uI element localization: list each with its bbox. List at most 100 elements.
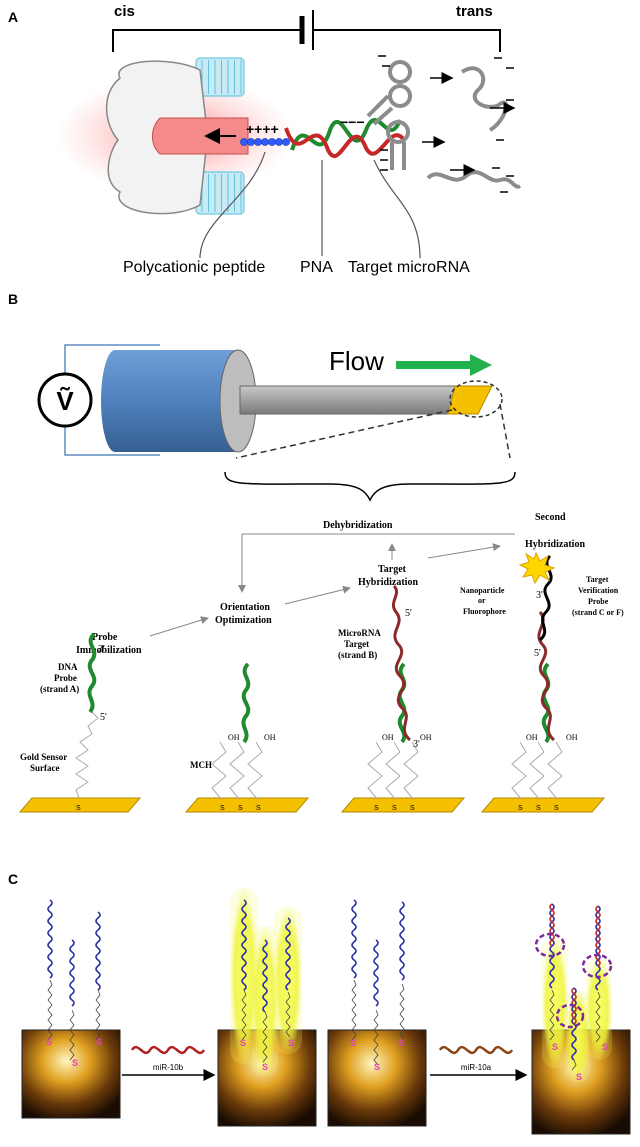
target-helix bbox=[549, 903, 555, 947]
peptide-beads bbox=[240, 138, 290, 146]
oh-4b: OH bbox=[566, 733, 578, 742]
label-target-hyb-2: Hybridization bbox=[358, 577, 418, 588]
s-2a: S bbox=[220, 805, 225, 812]
panel-b-label: B bbox=[8, 291, 18, 307]
voltage-source bbox=[37, 372, 93, 428]
label-probe-1: Probe bbox=[92, 632, 118, 643]
zoom-line-left bbox=[235, 409, 453, 459]
c-s-11: S bbox=[602, 1042, 608, 1052]
label-orientation-1: Orientation bbox=[220, 602, 270, 613]
s-markers: S S S S S S S S S S S S bbox=[46, 1037, 608, 1082]
oh-3b: OH bbox=[420, 733, 432, 742]
binding-circles bbox=[534, 932, 613, 1029]
s-4c: S bbox=[554, 805, 559, 812]
cis-label: cis bbox=[114, 3, 135, 20]
lipid-tails bbox=[201, 60, 242, 212]
oh-3a: OH bbox=[382, 733, 394, 742]
verif-5prime: 5' bbox=[534, 648, 541, 659]
c-s-1: S bbox=[46, 1037, 52, 1047]
probe1-5prime: 5' bbox=[100, 712, 107, 723]
gold-plate-1 bbox=[18, 797, 142, 813]
verif-label-4: (strand C or F) bbox=[572, 608, 624, 617]
label-target-hyb-1: Target bbox=[378, 564, 407, 575]
s-3c: S bbox=[410, 805, 415, 812]
microrna-target-3 bbox=[391, 584, 412, 742]
tether bbox=[262, 1011, 268, 1063]
tether bbox=[373, 1009, 379, 1066]
label-orientation-2: Optimization bbox=[215, 615, 272, 626]
c-s-3: S bbox=[72, 1058, 78, 1068]
linear-rnas bbox=[426, 66, 522, 189]
s-1: S bbox=[76, 805, 81, 812]
gold-tip bbox=[447, 385, 493, 415]
peptide-bead bbox=[261, 138, 269, 146]
panel-a-label: A bbox=[8, 9, 18, 25]
oh-2a: OH bbox=[228, 733, 240, 742]
verif-label-1: Target bbox=[586, 575, 609, 584]
tether bbox=[285, 991, 291, 1038]
probe-helix bbox=[262, 939, 268, 1013]
afm-block-3 bbox=[327, 1029, 427, 1127]
probe-helix bbox=[47, 899, 53, 979]
microrna-label-2: Target bbox=[344, 639, 369, 649]
c-s-6: S bbox=[262, 1062, 268, 1072]
voltage-symbol: Ṽ bbox=[56, 386, 74, 416]
panel-b: B Ṽ Flow Dehybridization Second Hybridiz… bbox=[8, 291, 624, 813]
s-4a: S bbox=[518, 805, 523, 812]
dna-probe-label-2: Probe bbox=[54, 673, 77, 683]
linkers-2 bbox=[211, 741, 263, 801]
flow-arrow bbox=[396, 354, 492, 376]
afm-image-3 bbox=[327, 1029, 427, 1127]
linear-charges bbox=[492, 57, 514, 193]
plus-signs: ++++ bbox=[246, 121, 279, 137]
probe-helix bbox=[351, 899, 357, 979]
zoom-brace bbox=[224, 471, 516, 502]
cycle-arrows bbox=[149, 533, 515, 637]
nano-label-1: Nanoparticle bbox=[460, 586, 505, 595]
caption-pna: PNA bbox=[300, 259, 333, 276]
microrna-label-1: MicroRNA bbox=[338, 628, 381, 638]
peptide-leader bbox=[199, 151, 266, 259]
nanoparticle-burst bbox=[518, 551, 556, 585]
hairpin-charges bbox=[378, 55, 390, 171]
target-mirna-strand bbox=[284, 127, 406, 159]
mir-10a-strand bbox=[438, 1045, 514, 1055]
cycle-labels: Dehybridization Second Hybridization Tar… bbox=[76, 512, 585, 656]
panel-a: A cis trans ++++ −−− bbox=[8, 3, 522, 276]
probe1-3prime: 3' bbox=[98, 644, 105, 655]
zoom-line-right bbox=[499, 403, 511, 459]
tether bbox=[95, 989, 101, 1041]
circuit-wires bbox=[64, 344, 160, 456]
electrode-cylinder bbox=[101, 350, 238, 452]
target-3prime: 3' bbox=[413, 739, 420, 750]
stage-target-hybridization: S S S 5' 3' OH OH MicroRNA Target (stran… bbox=[338, 584, 466, 813]
trans-arrows bbox=[422, 72, 516, 176]
electrode-rod bbox=[239, 385, 461, 415]
gold-sensor-label-2: Surface bbox=[30, 763, 60, 773]
probe-helix bbox=[95, 911, 101, 991]
flow-label: Flow bbox=[329, 346, 384, 376]
label-second-1: Second bbox=[535, 512, 566, 523]
verif-label-3: Probe bbox=[588, 597, 609, 606]
c-s-7: S bbox=[350, 1038, 356, 1048]
target-5prime: 5' bbox=[405, 608, 412, 619]
panel-c: C S S S S S bbox=[8, 871, 631, 1135]
gold-sensor-label-1: Gold Sensor bbox=[20, 752, 67, 762]
s-2b: S bbox=[238, 805, 243, 812]
mir-10b-strand bbox=[130, 1045, 206, 1055]
c-s-2: S bbox=[96, 1037, 102, 1047]
panel-c-helices bbox=[47, 899, 601, 1071]
peptide-bead bbox=[247, 138, 255, 146]
tether bbox=[549, 989, 555, 1041]
mir-10b-label: miR-10b bbox=[153, 1063, 184, 1072]
c-s-8: S bbox=[398, 1038, 404, 1048]
dna-probe-label-1: DNA bbox=[58, 662, 78, 672]
nano-label-3: Fluorophore bbox=[463, 607, 506, 616]
verif-3prime: 3' bbox=[536, 590, 543, 601]
peptide-bead bbox=[254, 138, 262, 146]
dna-probe-1 bbox=[87, 632, 97, 714]
verif-label-2: Verification bbox=[578, 586, 619, 595]
trans-label: trans bbox=[456, 3, 493, 20]
dna-probe-label-3: (strand A) bbox=[40, 684, 79, 694]
